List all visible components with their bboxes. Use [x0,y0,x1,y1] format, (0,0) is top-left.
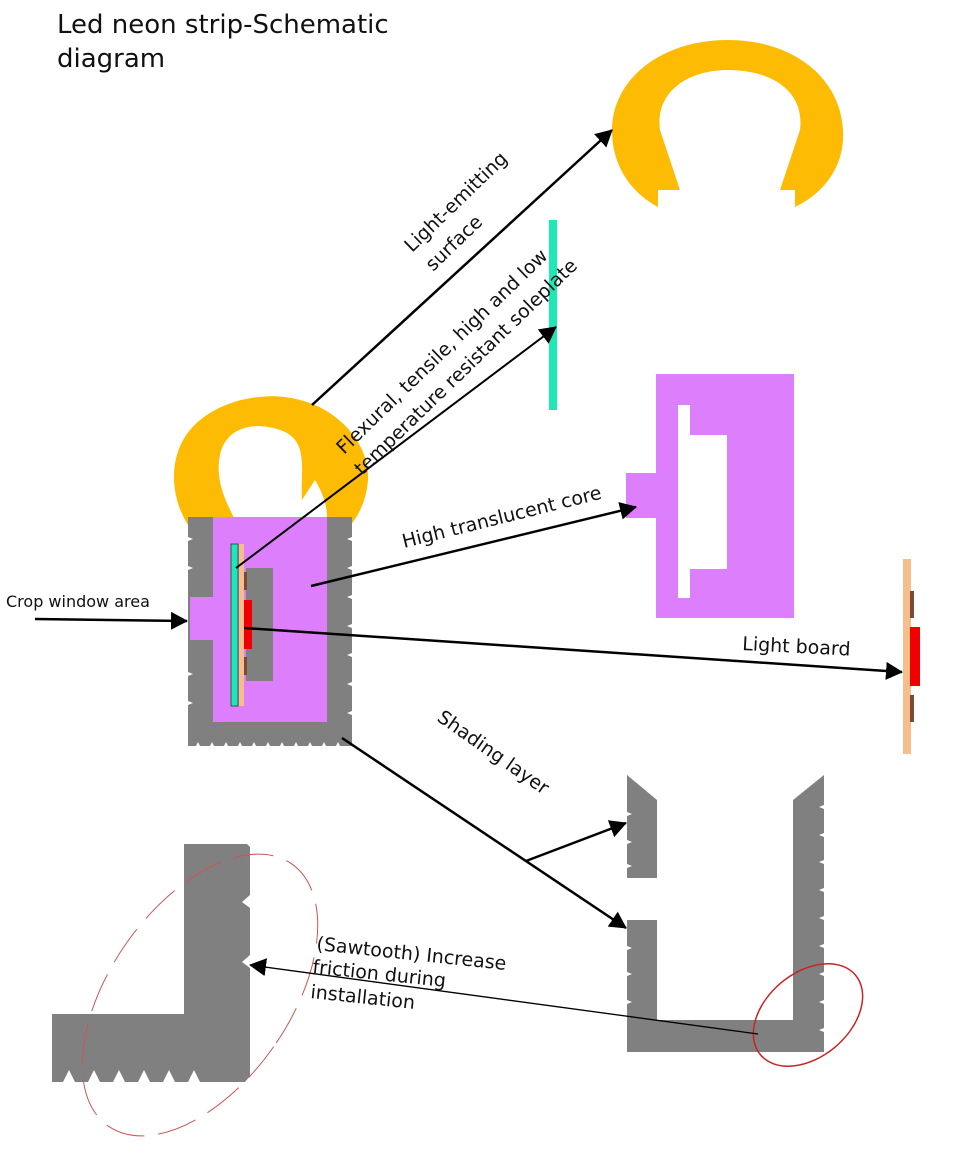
title-line-2: diagram [57,44,166,74]
exploded-shading-layer [627,775,824,1052]
label-core: High translucent core [400,482,604,553]
assembled-resistor-bottom [244,657,247,675]
arrow-sawtooth [249,958,759,1035]
sawtooth-highlight-ellipse [752,963,864,1067]
label-soleplate-1: Flexural, tensile, high and low [332,245,552,459]
sawtooth-detail [52,844,250,1082]
exploded-resistor-top [910,591,914,618]
exploded-light-board [903,559,911,754]
exploded-led-chip [910,627,920,686]
assembled-led-chip [244,600,252,649]
label-light-board: Light board [742,633,851,661]
assembled-board [239,544,244,706]
arrow-light-board [243,626,903,680]
assembled-soleplate [230,543,239,707]
exploded-resistor-bottom [910,695,914,722]
assembled-cover [173,396,369,540]
arrow-soleplate [235,326,557,569]
assembled-shade-notches [188,537,352,746]
arrow-shading-main [341,736,627,930]
arrow-crop-window [34,611,188,630]
label-crop-window: Crop window area [6,592,150,611]
label-soleplate-2: temperature resistant soleplate [350,255,582,480]
arrow-light-emitting [311,129,613,406]
arrow-shading-branch [525,820,627,863]
diagram-title: Led neon strip-Schematic diagram [57,8,389,76]
assembled-profile [173,396,369,746]
assembled-resistor-top [244,572,247,590]
exploded-soleplate [549,220,557,410]
exploded-shade-notches [627,805,824,1032]
arrow-core [310,502,637,588]
assembled-core [190,517,327,722]
title-line-1: Led neon strip-Schematic [57,10,389,40]
exploded-translucent-core [626,374,794,618]
exploded-light-emitting-cover [612,40,844,207]
label-shading: Shading layer [433,706,553,799]
